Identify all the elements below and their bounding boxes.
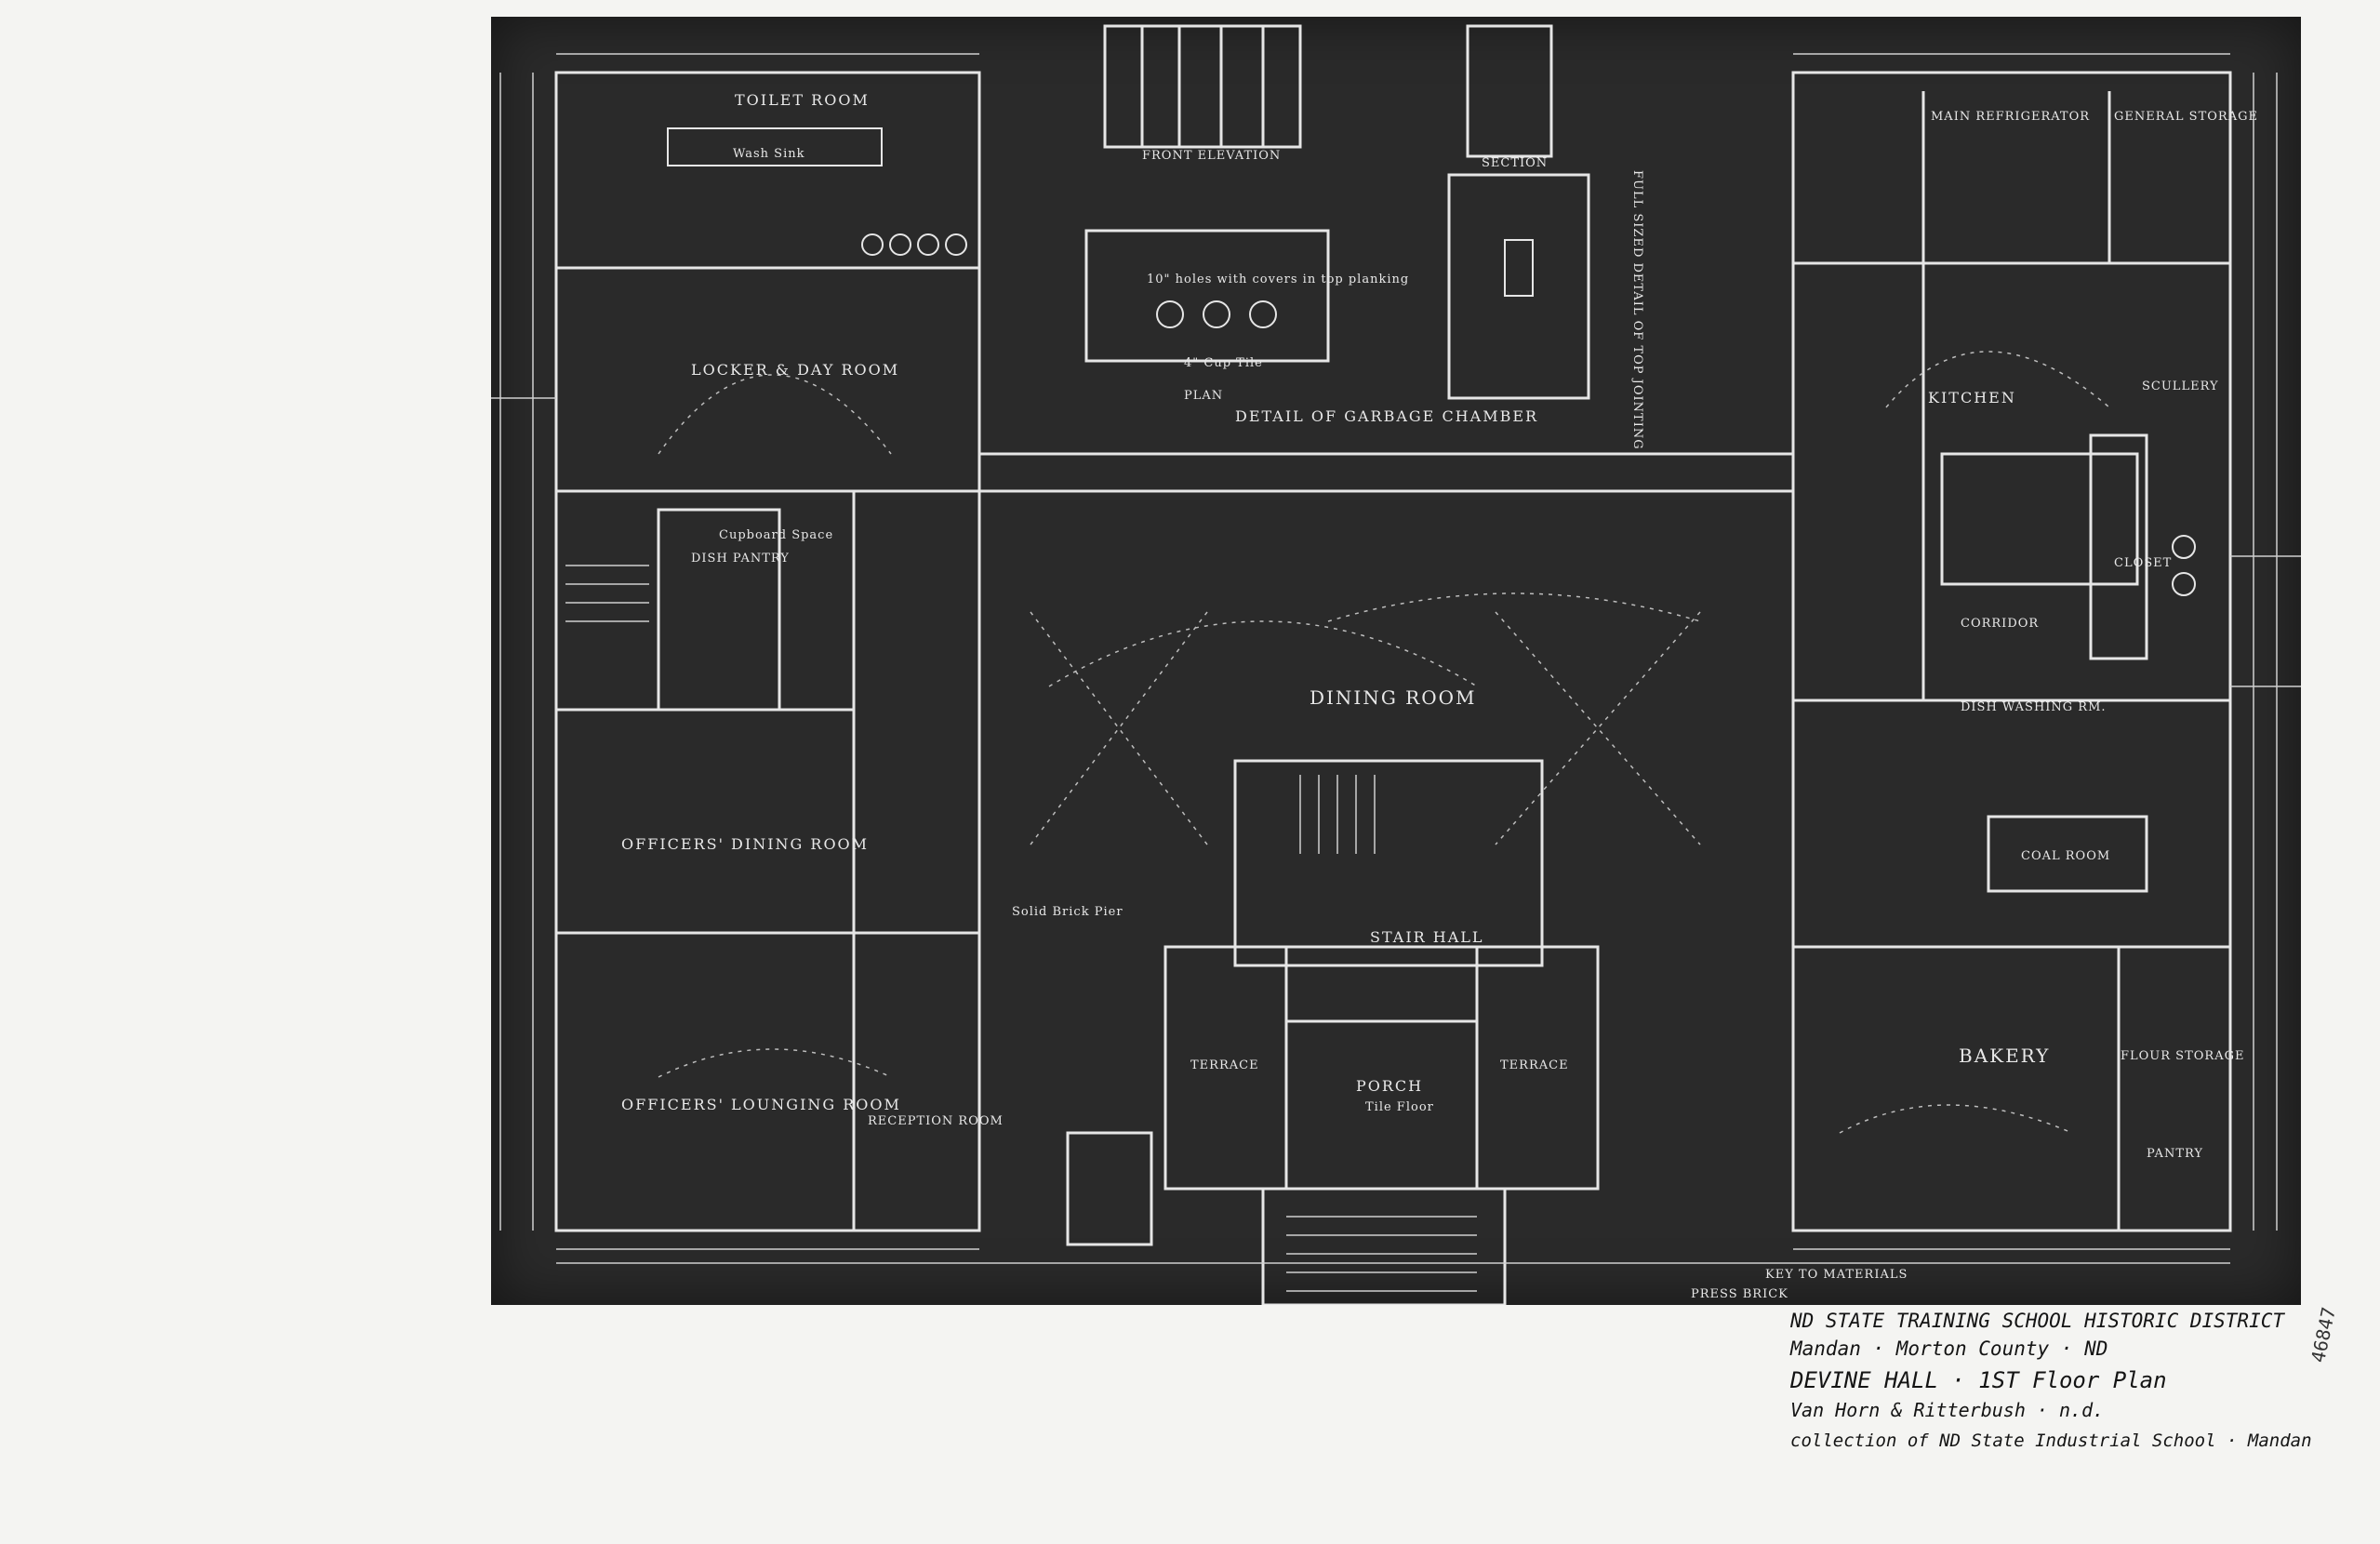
note-holes-with-covers: 10" holes with covers in top planking bbox=[1147, 273, 1410, 286]
caption-title: DEVINE HALL · 1ST Floor Plan bbox=[1790, 1367, 2167, 1393]
room-label-bakery: BAKERY bbox=[1959, 1045, 2051, 1067]
room-label-officers-lounging: OFFICERS' LOUNGING ROOM bbox=[621, 1096, 901, 1113]
room-label-kitchen: KITCHEN bbox=[1928, 389, 2016, 406]
room-label-pantry: PANTRY bbox=[2147, 1147, 2203, 1161]
note-tile-floor: Tile Floor bbox=[1365, 1100, 1434, 1114]
room-label-dish-washing: DISH WASHING RM. bbox=[1961, 700, 2107, 714]
floor-plan-linework bbox=[491, 24, 2301, 1305]
caption-architects: Van Horn & Ritterbush · n.d. bbox=[1790, 1399, 2105, 1421]
detail-label-top-jointing: FULL SIZED DETAIL OF TOP JOINTING bbox=[1630, 170, 1644, 450]
room-label-toilet: TOILET ROOM bbox=[735, 91, 870, 109]
room-label-main-refrigerator: MAIN REFRIGERATOR bbox=[1931, 110, 2091, 124]
room-label-terrace-right: TERRACE bbox=[1500, 1058, 1569, 1072]
room-label-locker: LOCKER & DAY ROOM bbox=[691, 361, 900, 379]
caption-location: Mandan · Morton County · ND bbox=[1790, 1338, 2108, 1360]
detail-label-section: SECTION bbox=[1482, 156, 1549, 170]
note-cup-tile: 4" Cup Tile bbox=[1184, 356, 1263, 370]
detail-label-garbage-chamber: DETAIL OF GARBAGE CHAMBER bbox=[1235, 407, 1539, 425]
room-label-stair-hall: STAIR HALL bbox=[1370, 928, 1484, 946]
note-cupboard-space: Cupboard Space bbox=[719, 528, 834, 542]
detail-label-plan: PLAN bbox=[1184, 389, 1224, 403]
note-wash-sink: Wash Sink bbox=[733, 147, 805, 161]
room-label-closet: CLOSET bbox=[2114, 556, 2173, 570]
detail-label-press-brick: PRESS BRICK bbox=[1691, 1287, 1788, 1301]
room-label-dish-pantry: DISH PANTRY bbox=[691, 552, 790, 566]
room-label-reception: RECEPTION ROOM bbox=[868, 1114, 1004, 1128]
room-label-porch: PORCH bbox=[1356, 1077, 1424, 1095]
room-label-officers-dining: OFFICERS' DINING ROOM bbox=[621, 835, 870, 853]
room-label-general-storage: GENERAL STORAGE bbox=[2114, 110, 2258, 124]
room-label-flour-storage: FLOUR STORAGE bbox=[2121, 1049, 2245, 1063]
floor-plan-drawing: TOILET ROOM LOCKER & DAY ROOM DISH PANTR… bbox=[491, 17, 2301, 1305]
room-label-dining: DINING ROOM bbox=[1310, 686, 1477, 709]
detail-label-front-elevation: FRONT ELEVATION bbox=[1142, 149, 1282, 163]
note-solid-brick-pier: Solid Brick Pier bbox=[1012, 905, 1124, 919]
caption-collection: collection of ND State Industrial School… bbox=[1790, 1431, 2312, 1451]
room-label-coal: COAL ROOM bbox=[2021, 849, 2111, 863]
room-label-terrace-left: TERRACE bbox=[1190, 1058, 1259, 1072]
detail-label-key-to-materials: KEY TO MATERIALS bbox=[1765, 1268, 1908, 1282]
room-label-scullery: SCULLERY bbox=[2142, 379, 2219, 393]
room-label-corridor: CORRIDOR bbox=[1961, 617, 2040, 631]
caption-district: ND STATE TRAINING SCHOOL HISTORIC DISTRI… bbox=[1790, 1310, 2285, 1332]
